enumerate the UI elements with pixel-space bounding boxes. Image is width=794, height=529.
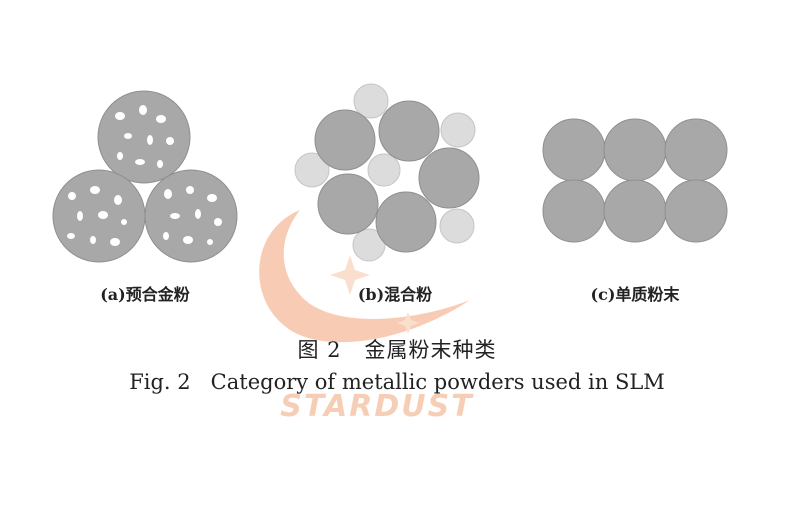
small-particles (294, 83, 476, 262)
watermark-text: STARDUST (280, 389, 474, 424)
panel-b-label: (b)混合粉 (358, 285, 432, 304)
watermark-small-star-icon (397, 312, 419, 334)
figure-caption-chinese: 图 2 金属粉末种类 (297, 338, 497, 362)
panel-b-mixed-powder: (b)混合粉 (294, 83, 480, 304)
watermark: STARDUST (259, 210, 474, 424)
watermark-swoosh (259, 210, 470, 343)
figure-caption-english: Fig. 2 Category of metallic powders used… (129, 370, 665, 394)
panel-c-elemental-powder: (c)单质粉末 (542, 118, 728, 304)
panel-c-label: (c)单质粉末 (591, 285, 681, 304)
particle-a-top (97, 90, 191, 184)
uniform-particles (542, 118, 728, 243)
particle-a-left (52, 169, 146, 263)
panel-a-label: (a)预合金粉 (100, 285, 190, 304)
panel-a-prealloyed-powder: (a)预合金粉 (52, 90, 238, 304)
watermark-star-icon (330, 255, 370, 295)
large-particles (314, 100, 480, 253)
particle-a-right (144, 169, 238, 263)
